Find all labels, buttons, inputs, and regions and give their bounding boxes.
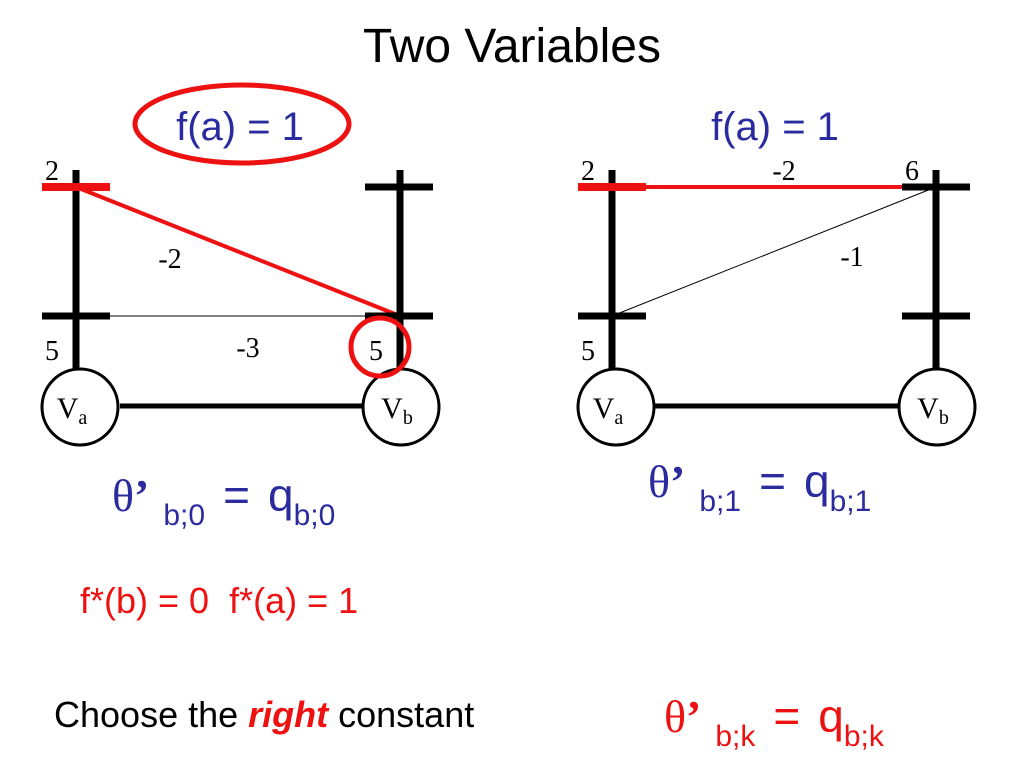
right-va-top-value: 2 [581,156,595,187]
right-vb-node-label: Vb [917,392,949,429]
right-edge-diag [611,186,937,317]
left-va-top-value: 2 [45,156,59,187]
left-panel: f(a) = 1 Va Vb 2 5 5 -2 -3 θ’b;0=qb;0 f*… [40,82,441,621]
footer-caption: Choose the right constant [54,694,474,735]
right-edge-diag-label: -1 [840,242,863,273]
left-vb-bottom-highlight-circle [348,315,412,379]
left-edge-flat-label: -3 [236,333,259,364]
footer-emphasis: right [248,694,330,735]
footer: Choose the right constant θ’b;k=qb;k [54,690,885,753]
footer-equation: θ’b;k=qb;k [664,690,885,753]
left-va-node-label: Va [57,392,88,429]
left-edge-diag [75,185,401,318]
left-fa-label: f(a) = 1 [176,105,304,149]
right-vb-top-value: 6 [905,156,919,187]
left-va-node [40,367,120,447]
slide-title: Two Variables [363,20,661,73]
right-vb-node [897,367,977,447]
right-panel: f(a) = 1 Va Vb 2 5 6 -2 -1 θ’b;1=qb;1 [576,105,977,518]
right-va-node-label: Va [593,392,624,429]
left-va-bottom-value: 5 [45,336,59,367]
right-equation: θ’b;1=qb;1 [648,455,871,518]
left-fstar-label: f*(b) = 0 f*(a) = 1 [80,580,358,621]
left-equation: θ’b;0=qb;0 [112,469,335,532]
right-edge-top-label: -2 [772,156,795,187]
left-vb-bottom-value: 5 [369,336,383,367]
left-vb-node-label: Vb [381,392,413,429]
right-va-node [576,367,656,447]
right-fa-label: f(a) = 1 [711,105,839,149]
right-va-bottom-value: 5 [581,336,595,367]
left-edge-diag-label: -2 [158,244,181,275]
left-fa-highlight-ellipse [132,82,352,166]
